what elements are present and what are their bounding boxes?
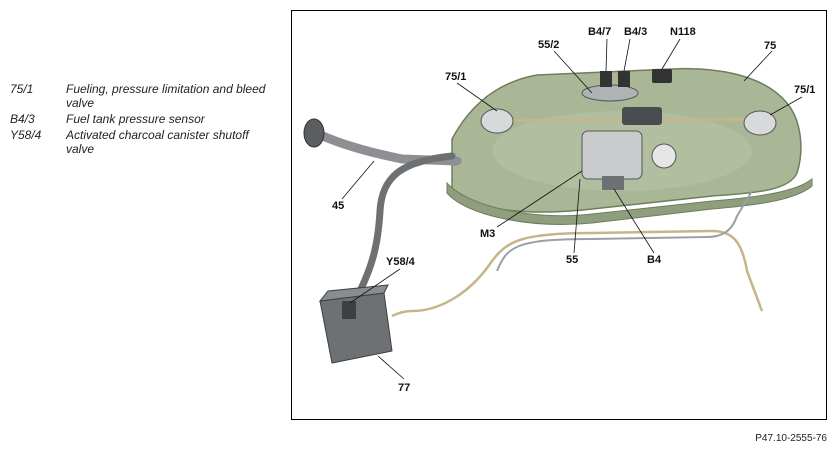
legend-row-y58-4: Y58/4 Activated charcoal canister shutof… [10, 128, 280, 156]
sender-unit [651, 143, 677, 169]
callout-y58-4: Y58/4 [386, 256, 416, 268]
shutoff-valve-y58-4 [342, 301, 356, 319]
callout-45: 45 [332, 200, 344, 212]
sensor-b4-7 [600, 71, 612, 87]
pump-flange [581, 84, 639, 102]
legend-desc: Fueling, pressure limitation and bleed v… [66, 82, 266, 110]
callout-m3: M3 [480, 228, 495, 240]
legend-code: Y58/4 [10, 128, 42, 142]
callout-75: 75 [764, 40, 776, 52]
callout-n118: N118 [670, 26, 696, 38]
callout-77: 77 [398, 382, 410, 394]
legend-code: B4/3 [10, 112, 35, 126]
callout-75-1-right: 75/1 [794, 84, 815, 96]
valve-75-1-right [743, 110, 777, 136]
legend-row-75-1: 75/1 Fueling, pressure limitation and bl… [10, 82, 280, 110]
level-sensor-b4 [602, 176, 624, 190]
filler-cap [303, 118, 325, 148]
legend-desc: Fuel tank pressure sensor [66, 112, 205, 126]
callout-b4-3: B4/3 [624, 26, 647, 38]
valve-block [622, 107, 662, 125]
legend-row-b4-3: B4/3 Fuel tank pressure sensor [10, 112, 280, 126]
callout-55-2: 55/2 [538, 39, 559, 51]
legend-code: 75/1 [10, 82, 34, 96]
vent-hose [356, 152, 456, 295]
legend: 75/1 Fueling, pressure limitation and bl… [10, 82, 280, 158]
figure-reference: P47.10-2555-76 [755, 433, 827, 444]
valve-75-1-left [480, 108, 514, 134]
fuel-tank-lower-flange [446, 177, 813, 225]
module-n118 [652, 69, 672, 83]
callout-b4-7: B4/7 [588, 26, 611, 38]
fuel-line-silver [496, 190, 753, 272]
sensor-b4-3 [618, 71, 630, 87]
legend-desc: Activated charcoal canister shutoff valv… [66, 128, 249, 156]
fuel-system-illustration: B4/7 B4/3 N118 55/2 75 75/1 75/1 45 M3 5… [303, 26, 815, 394]
leader-lines [341, 38, 803, 380]
callout-b4: B4 [647, 254, 662, 266]
callout-55: 55 [566, 254, 578, 266]
fuel-line-gold [411, 229, 764, 313]
callout-75-1-left: 75/1 [445, 71, 466, 83]
canister-line [391, 309, 413, 318]
diagram-frame: B4/7 B4/3 N118 55/2 75 75/1 75/1 45 M3 5… [291, 10, 827, 420]
fuel-pump-module [581, 130, 643, 180]
